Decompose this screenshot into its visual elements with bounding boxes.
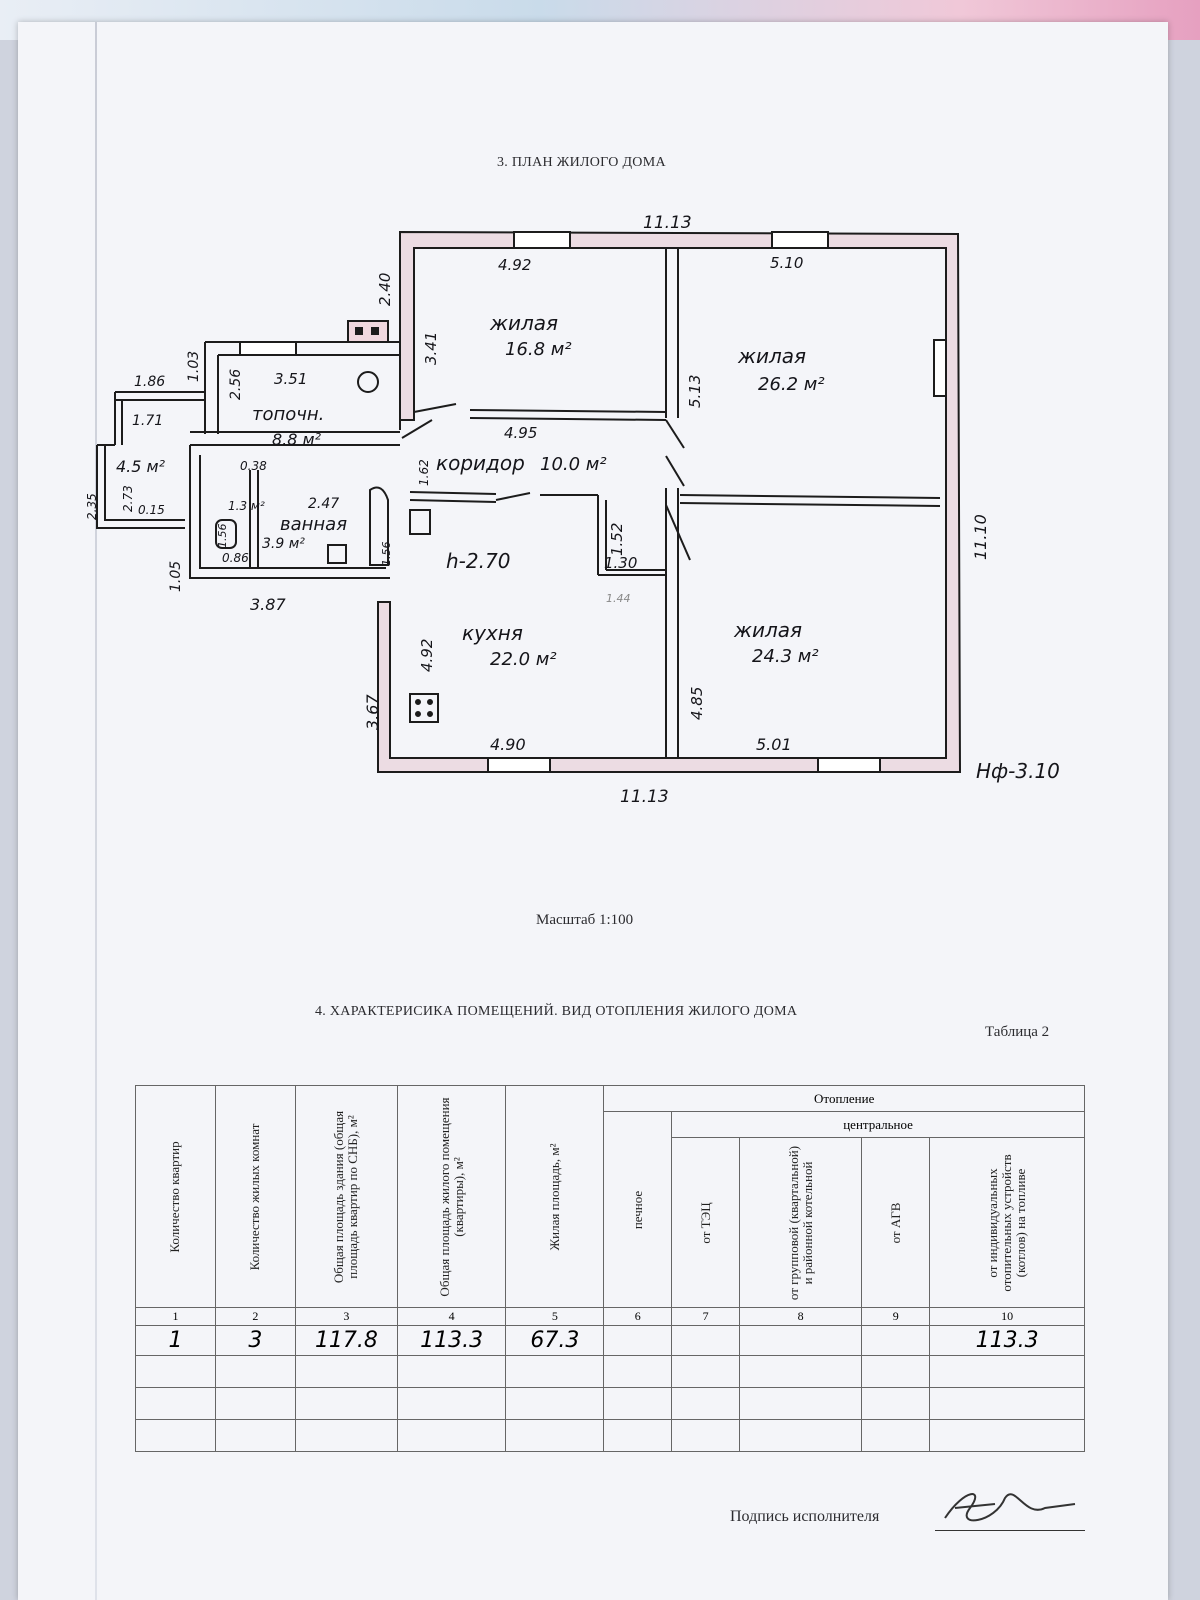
room-5-name: ванная	[280, 514, 347, 535]
house-walls	[96, 230, 962, 773]
dim-ext-height: 2.40	[376, 273, 394, 306]
dim-bath-1: 0.38	[240, 459, 267, 473]
col-header-5: Жилая площадь, м²	[505, 1085, 605, 1308]
col-header-8: от групповой (квартальной) и районной ко…	[738, 1137, 863, 1308]
dim-r1-left: 3.41	[422, 332, 440, 365]
dim-step-w: 1.30	[604, 554, 637, 572]
room-7-name: жилая	[733, 618, 802, 642]
ceiling-height: h-2.70	[446, 549, 510, 573]
room-1-area: 16.8 м²	[505, 339, 572, 360]
dim-corridor-w: 4.95	[504, 424, 537, 442]
table-row	[135, 1387, 1085, 1420]
room-5-area: 3.9 м²	[262, 536, 305, 552]
col-header-6: печное	[603, 1111, 673, 1308]
room-3-name: топочн.	[252, 404, 324, 425]
col-header-2: Количество жилых комнат	[214, 1085, 296, 1308]
floor-plan: жилая 16.8 м² жилая 26.2 м² топочн. 8.8 …	[85, 213, 1060, 807]
dim-boiler-top: 3.51	[274, 370, 307, 388]
foundation-height: Hф-3.10	[976, 759, 1060, 783]
dim-r2-side: 5.13	[686, 375, 704, 408]
dim-bottom-total: 11.13	[620, 787, 669, 807]
dim-kitchen-bottom: 4.90	[490, 735, 526, 754]
room-6-name: кухня	[462, 621, 523, 645]
dim-step-h: 1.52	[608, 523, 626, 556]
heating-header: Отопление	[603, 1085, 1085, 1112]
dim-bath-2: 2.47	[308, 496, 339, 512]
table-row	[135, 1355, 1085, 1388]
dim-r3-left: 4.85	[688, 687, 706, 720]
heating-table: Количество квартир Количество жилых комн…	[135, 1085, 1085, 1452]
signature-scribble	[944, 1493, 1076, 1522]
dim-kitchen-left: 4.92	[418, 639, 436, 672]
pencil-note: 1.44	[606, 592, 631, 605]
section4-title: 4. ХАРАКТЕРИСИКА ПОМЕЩЕНИЙ. ВИД ОТОПЛЕНИ…	[315, 1004, 798, 1019]
col-header-7: от ТЭЦ	[671, 1137, 740, 1308]
room-2-area: 26.2 м²	[758, 374, 825, 395]
dim-annex-b: 1.86	[134, 374, 165, 390]
dim-left-b: 2.73	[121, 485, 135, 512]
col-header-3: Общая площадь здания (общая площадь квар…	[294, 1085, 399, 1308]
dim-r1-top: 4.92	[498, 256, 531, 274]
table-label: Таблица 2	[985, 1024, 1050, 1040]
room-3-area: 8.8 м²	[272, 430, 322, 449]
table-row	[135, 1419, 1085, 1452]
room-9-area: 1.3 м²	[228, 499, 265, 513]
dim-annex-a: 1.03	[186, 351, 202, 382]
room-6-area: 22.0 м²	[490, 649, 557, 670]
signature-label: Подпись исполнителя	[730, 1508, 880, 1525]
dim-r2-top: 5.10	[770, 254, 803, 272]
dim-left-d: 1.05	[168, 561, 184, 592]
page-fold	[95, 22, 97, 1600]
dim-bath-3: 1.56	[380, 542, 393, 567]
dim-left-a: 2.35	[85, 493, 99, 520]
dim-right-total: 11.10	[971, 514, 990, 560]
plan-scale: Масштаб 1:100	[536, 912, 634, 928]
room-4-name: коридор	[436, 451, 525, 475]
dim-left-c: 0.15	[138, 503, 165, 517]
room-2-name: жилая	[737, 344, 806, 368]
dim-bath-4: 1.56	[216, 524, 229, 549]
dim-left-lower: 3.67	[363, 694, 382, 730]
dim-r3-bottom: 5.01	[756, 735, 792, 754]
central-header: центральное	[671, 1111, 1085, 1138]
dim-annex-c: 1.71	[132, 413, 163, 429]
col-header-4: Общая площадь жилого помещения (квартиры…	[397, 1085, 507, 1308]
room-1-name: жилая	[489, 311, 558, 335]
col-header-10: от индивидуальных отопительных устройств…	[929, 1137, 1085, 1308]
dim-corridor-h: 1.62	[417, 459, 431, 486]
dim-top-total: 11.13	[643, 213, 692, 233]
col-header-1: Количество квартир	[135, 1085, 216, 1308]
room-4-area: 10.0 м²	[540, 454, 607, 475]
signature-line	[935, 1530, 1085, 1531]
dim-boiler-side: 2.56	[228, 369, 244, 400]
room-8-area: 4.5 м²	[116, 457, 166, 476]
plan-title: 3. ПЛАН ЖИЛОГО ДОМА	[497, 155, 666, 170]
dim-bath-5: 0.86	[222, 551, 249, 565]
col-header-9: от АГВ	[861, 1137, 931, 1308]
dim-left-bottom: 3.87	[250, 595, 286, 614]
room-7-area: 24.3 м²	[752, 646, 819, 667]
